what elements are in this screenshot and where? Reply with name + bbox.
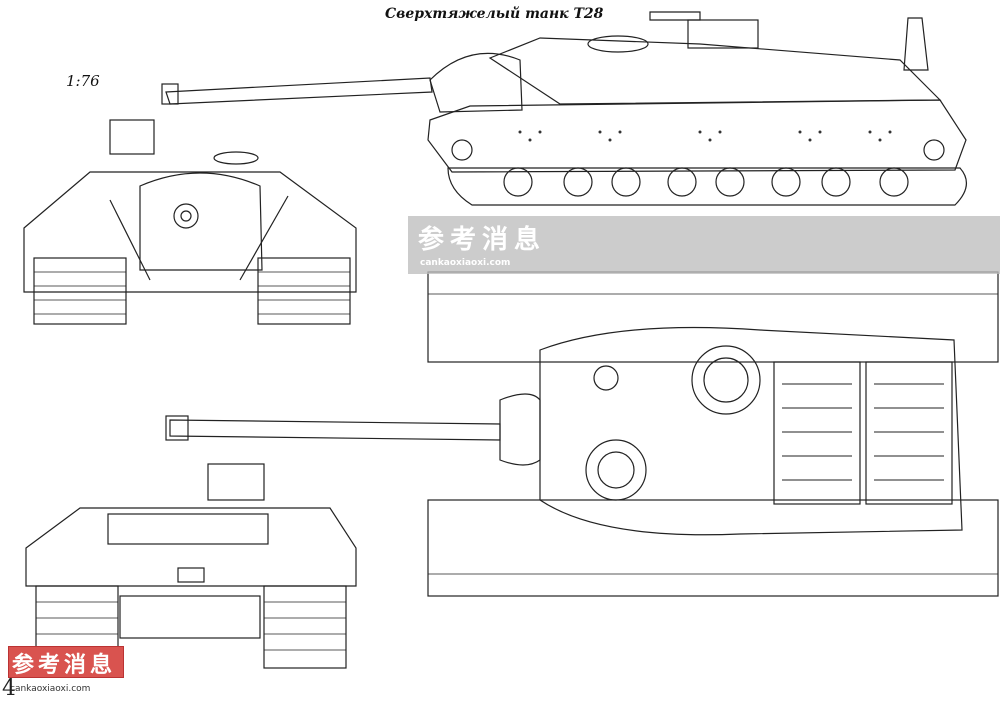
watermark-text: 参考消息 [418, 225, 547, 255]
scale-label: 1:76 [66, 72, 100, 90]
drawing-title: Сверхтяжелый танк Т28 [385, 6, 604, 22]
logo-text: 参考消息 [12, 653, 117, 678]
top-view [165, 271, 999, 597]
front-view [23, 119, 357, 325]
side-view [161, 11, 967, 206]
page-number: 4 [2, 676, 16, 701]
rear-view [25, 463, 357, 669]
watermark-band [408, 216, 1000, 274]
watermark-url: cankaoxiaoxi.com [420, 258, 511, 268]
logo-url: cankaoxiaoxi.com [10, 684, 91, 694]
logo-badge [8, 646, 124, 678]
